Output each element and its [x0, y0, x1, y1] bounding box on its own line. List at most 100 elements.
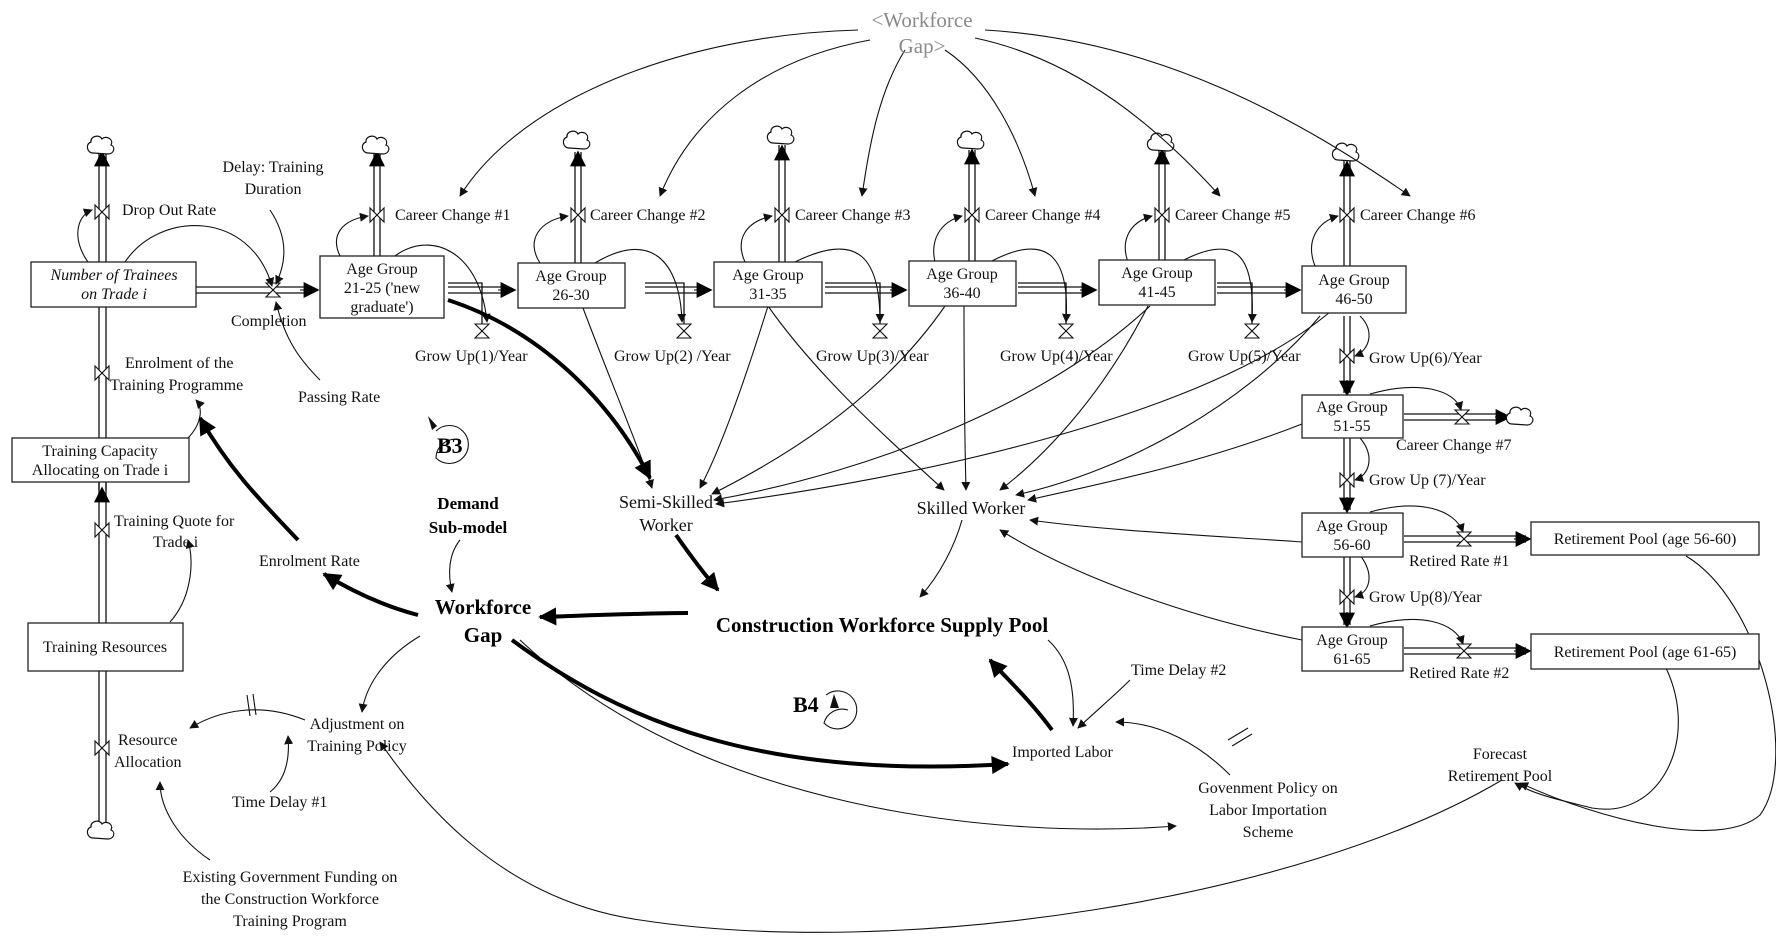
cloud-icon [1331, 142, 1360, 162]
stock-age-label: Age Group [1316, 632, 1388, 649]
flow-retired-label: Retired Rate #1 [1409, 553, 1509, 570]
stock-age-label: 61-65 [1333, 651, 1370, 668]
cloud-icon [1146, 132, 1175, 152]
valve-icon [570, 206, 586, 224]
stock-age-label: Age Group [535, 268, 607, 285]
heavy-links [198, 298, 1054, 775]
flow-completion-label: Completion [231, 313, 307, 330]
valve-icon [1154, 206, 1170, 224]
cloud-icon [86, 820, 115, 840]
forecast-retirement-label: Retirement Pool [1448, 768, 1553, 785]
flow-grow-up-label: Grow Up(3)/Year [816, 348, 929, 365]
stock-age-41-45 [1098, 259, 1216, 306]
valve-icon [675, 323, 693, 339]
flow-career-change-label: Career Change #6 [1360, 207, 1476, 224]
valve-icon [774, 206, 790, 224]
valve-icon [94, 203, 110, 221]
valve-icon [871, 323, 889, 339]
stock-retirement-label: Retirement Pool (age 61-65) [1554, 644, 1737, 661]
flow-career-change-label: Career Change #3 [795, 207, 911, 224]
ghost-workforce-gap-label: <Workforce [871, 8, 972, 32]
government-funding-label: the Construction Workforce [201, 891, 379, 908]
delay-training-label: Delay: Training [223, 159, 324, 176]
demand-submodel-label: Sub-model [429, 518, 508, 537]
valve-icon [1455, 531, 1473, 547]
flow-retired-label: Retired Rate #2 [1409, 665, 1509, 682]
valve-icon [94, 739, 110, 757]
valve-icon [369, 206, 385, 224]
auxiliary-labels: <Workforce Gap> Delay: Training Duration… [183, 8, 1553, 930]
workforce-gap-label: Workforce [435, 595, 531, 619]
stock-age-label: Age Group [1318, 272, 1390, 289]
semi-skilled-label: Semi-Skilled [619, 492, 713, 512]
flow-career-change-label: Career Change #4 [985, 207, 1101, 224]
flow-career-change-label: Career Change #5 [1175, 207, 1291, 224]
cloud-icon [86, 135, 115, 155]
gov-policy-label: Scheme [1243, 824, 1294, 841]
stock-age-label: Age Group [732, 267, 804, 284]
stock-age-label: 36-40 [943, 285, 980, 302]
stock-age-label: 26-30 [552, 287, 589, 304]
gov-policy-label: Govenment Policy on [1198, 780, 1338, 797]
stock-age-label: Age Group [926, 266, 998, 283]
stock-training-resources [27, 622, 184, 672]
stock-age-label: 51-55 [1333, 418, 1370, 435]
valve-icon [473, 323, 491, 339]
stock-age-label: Age Group [346, 261, 418, 278]
flow-enrolment-label: Enrolment of the [125, 355, 233, 372]
stock-training-capacity [11, 437, 190, 483]
valve-icon [1455, 643, 1473, 659]
flow-resource-allocation-label: Resource [118, 732, 178, 749]
stock-age-label: 31-35 [749, 286, 786, 303]
valve-icon [1339, 471, 1355, 489]
valve-icon [94, 364, 110, 382]
stock-age-36-40 [908, 260, 1017, 307]
stock-age-31-35 [713, 261, 823, 308]
stock-age-51-55 [1301, 394, 1404, 439]
stocks: Number of Trainees on Trade i Training C… [11, 255, 1760, 672]
forecast-retirement-label: Forecast [1473, 746, 1528, 763]
stock-capacity-label: Training Capacity [42, 443, 157, 460]
stock-resources-label: Training Resources [43, 639, 167, 656]
valve-icon [1339, 206, 1355, 224]
gov-policy-label: Labor Importation [1209, 802, 1327, 819]
valve-icon [964, 206, 980, 224]
flow-drop-out-label: Drop Out Rate [122, 202, 216, 219]
enrolment-rate-label: Enrolment Rate [259, 553, 360, 570]
skilled-worker-label: Skilled Worker [917, 498, 1026, 518]
government-funding-label: Training Program [233, 913, 347, 930]
stock-retirement-label: Retirement Pool (age 56-60) [1554, 531, 1737, 548]
flow-grow-up-label: Grow Up(6)/Year [1369, 350, 1482, 367]
semi-skilled-label: Worker [639, 515, 693, 535]
flow-grow-up-label: Grow Up(4)/Year [1000, 348, 1113, 365]
cloud-icon [361, 135, 390, 155]
stock-age-26-30 [517, 262, 626, 309]
valve-icon [1453, 409, 1471, 425]
valve-icon [1339, 588, 1355, 606]
flow-career-change-label: Career Change #7 [1396, 437, 1512, 454]
flow-pipes [94, 144, 1532, 835]
stock-age-label: 21-25 ('new [344, 280, 421, 297]
stock-age-21-25 [319, 255, 445, 319]
stock-age-label: graduate') [350, 299, 413, 316]
causal-links [77, 29, 1776, 933]
stock-age-label: 56-60 [1333, 537, 1370, 554]
flow-career-change-label: Career Change #2 [590, 207, 706, 224]
demand-submodel-label: Demand [437, 494, 499, 513]
stock-age-label: Age Group [1121, 265, 1193, 282]
flow-grow-up-label: Grow Up (7)/Year [1369, 472, 1486, 489]
valve-icon [1339, 347, 1355, 365]
stock-age-label: 46-50 [1335, 291, 1372, 308]
stock-age-label: 41-45 [1138, 284, 1175, 301]
stock-age-61-65 [1301, 626, 1404, 672]
passing-rate-label: Passing Rate [298, 389, 380, 406]
cloud-icon [562, 130, 591, 150]
loop-b3-label: B3 [437, 433, 463, 458]
flow-grow-up-label: Grow Up(1)/Year [415, 348, 528, 365]
clouds [86, 125, 1534, 840]
stock-trainees-label: on Trade i [81, 286, 147, 303]
flow-labels: Drop Out Rate Completion Enrolment of th… [110, 202, 1512, 771]
stock-age-56-60 [1301, 512, 1404, 558]
delay-training-label: Duration [245, 181, 302, 198]
